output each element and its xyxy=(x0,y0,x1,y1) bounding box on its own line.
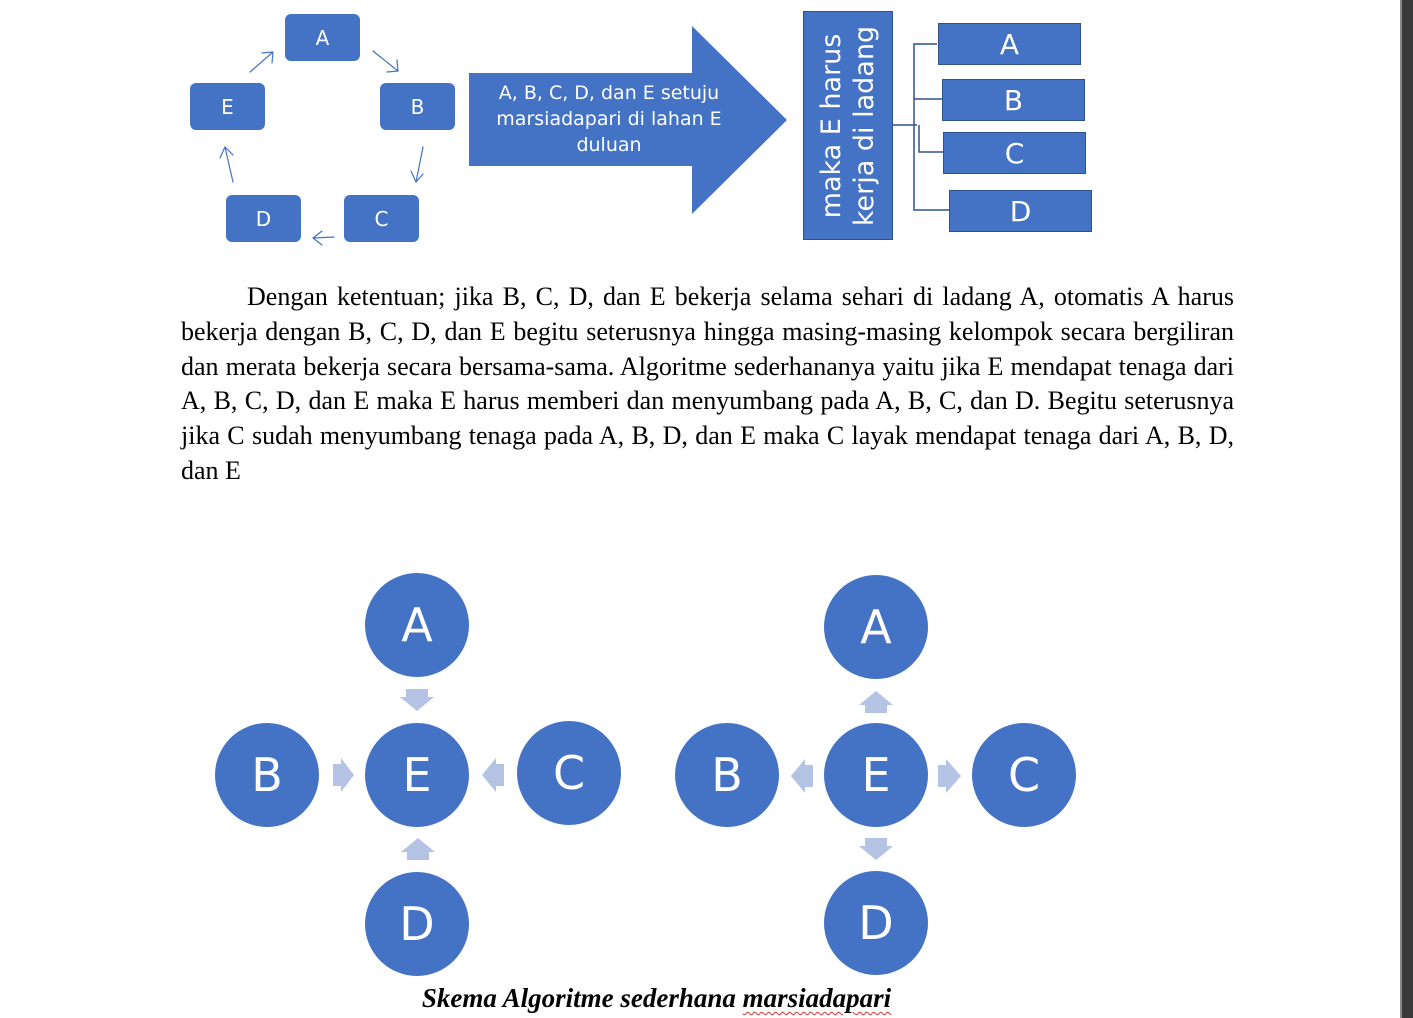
left-node-e: E xyxy=(365,723,469,827)
target-box-a: A xyxy=(938,23,1081,65)
target-label: B xyxy=(1003,83,1024,117)
left-node-c: C xyxy=(517,721,621,825)
right-node-e: E xyxy=(824,723,928,827)
caption-misspelled-word: marsiadapari xyxy=(742,983,892,1013)
arrow-b-to-e xyxy=(333,758,354,792)
big-block-arrow xyxy=(469,26,787,214)
target-label: C xyxy=(1004,136,1025,170)
right-node-d: D xyxy=(824,871,928,975)
arrow-e-to-b xyxy=(791,759,813,793)
arrow-a-to-e xyxy=(400,689,434,711)
result-box: maka E harus kerja di ladang xyxy=(803,11,893,240)
arrow-d-to-e xyxy=(401,838,435,860)
node-label: E xyxy=(861,748,891,802)
target-label: D xyxy=(1009,194,1032,228)
arrow-e-to-a xyxy=(859,691,893,713)
target-box-d: D xyxy=(949,190,1092,232)
cycle-node-c: C xyxy=(344,195,419,242)
arrow-c-to-e xyxy=(482,758,504,792)
result-box-label: maka E harus kerja di ladang xyxy=(816,25,880,226)
target-box-c: C xyxy=(943,132,1086,174)
cycle-node-b: B xyxy=(380,83,455,130)
arrow-e-to-d xyxy=(859,838,893,860)
node-label: A xyxy=(401,598,433,652)
left-node-b: B xyxy=(215,723,319,827)
cycle-node-a: A xyxy=(285,14,360,61)
cycle-node-label: D xyxy=(255,206,272,231)
target-box-b: B xyxy=(942,79,1085,121)
cycle-node-label: E xyxy=(221,94,234,119)
node-label: B xyxy=(711,748,743,802)
arrow-e-to-c xyxy=(938,759,961,793)
right-node-b: B xyxy=(675,723,779,827)
left-node-a: A xyxy=(365,573,469,677)
cycle-arrow-b-c xyxy=(410,146,424,183)
cycle-node-label: C xyxy=(374,206,389,231)
cycle-arrow-c-d xyxy=(312,230,335,246)
cycle-arrow-a-b xyxy=(372,50,399,73)
target-label: A xyxy=(999,27,1020,61)
node-label: D xyxy=(858,896,894,950)
caption-text: Skema Algoritme sederhana xyxy=(421,983,743,1013)
bracket-connector xyxy=(893,43,949,211)
cycle-node-label: A xyxy=(315,25,330,50)
cycle-arrow-e-a xyxy=(249,51,274,73)
node-label: A xyxy=(860,600,892,654)
node-label: E xyxy=(402,748,432,802)
figure-caption: Skema Algoritme sederhana marsiadapari xyxy=(0,983,1313,1014)
body-paragraph: Dengan ketentuan; jika B, C, D, dan E be… xyxy=(181,282,1234,485)
right-node-a: A xyxy=(824,575,928,679)
cycle-node-d: D xyxy=(226,195,301,242)
node-label: B xyxy=(251,748,283,802)
cycle-arrow-d-e xyxy=(219,146,234,183)
node-label: C xyxy=(1007,748,1041,802)
cycle-node-label: B xyxy=(410,94,425,119)
window-scrollbar-edge xyxy=(1400,0,1413,1018)
left-node-d: D xyxy=(365,872,469,976)
big-arrow-label: A, B, C, D, dan E setuju marsiadapari di… xyxy=(496,82,722,156)
node-label: D xyxy=(399,897,435,951)
node-label: C xyxy=(552,746,586,800)
right-node-c: C xyxy=(972,723,1076,827)
cycle-node-e: E xyxy=(190,83,265,130)
